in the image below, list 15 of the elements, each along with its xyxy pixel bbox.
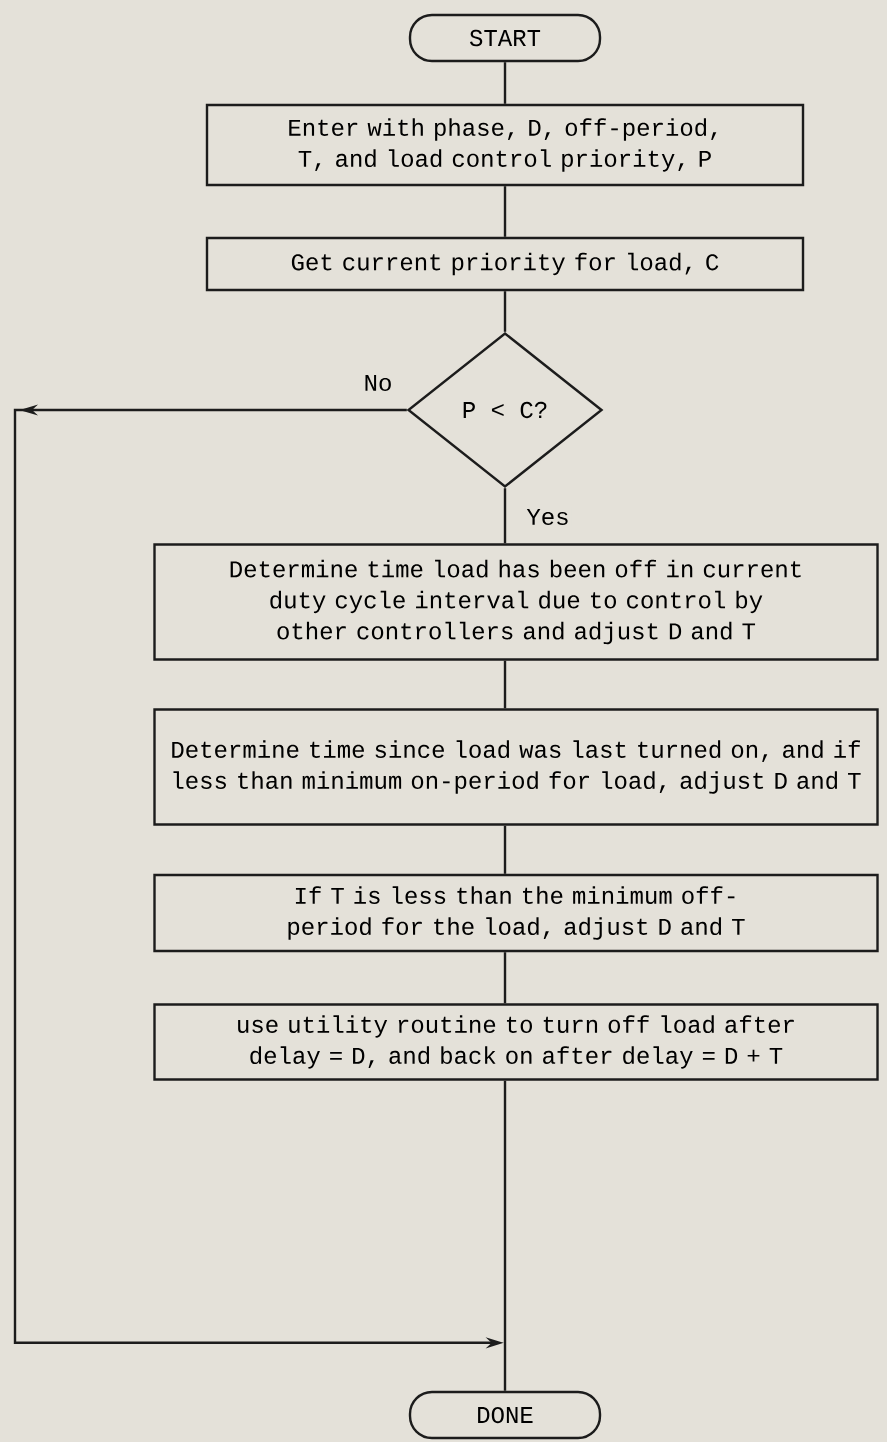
connector-line (503, 952, 507, 1004)
connector-line (503, 62, 507, 104)
connector-line (503, 291, 507, 332)
connector-line (503, 825, 507, 874)
process-box: use utility routine to turn off load after delay = D, and back on after delay = D + T (153, 1003, 879, 1081)
connector-line (503, 1080, 507, 1391)
connector-line (503, 660, 507, 709)
connector-line (503, 186, 507, 237)
process-box: Get current priority for load, C (205, 236, 805, 292)
connector-line (503, 488, 507, 544)
process-box: Determine time since load was last turned on, and if less than minimum on-period for load, adjust D and T (153, 708, 879, 826)
process-box: Enter with phase, D, off-period, T, and load control priority, P (205, 103, 805, 187)
edge-label: Yes (524, 507, 572, 528)
process-box: Determine time load has been off in current duty cycle interval due to control by other controllers and adjust D and T (153, 543, 879, 661)
process-box: If T is less than the minimum off-period for the load, adjust D and T (153, 873, 879, 953)
